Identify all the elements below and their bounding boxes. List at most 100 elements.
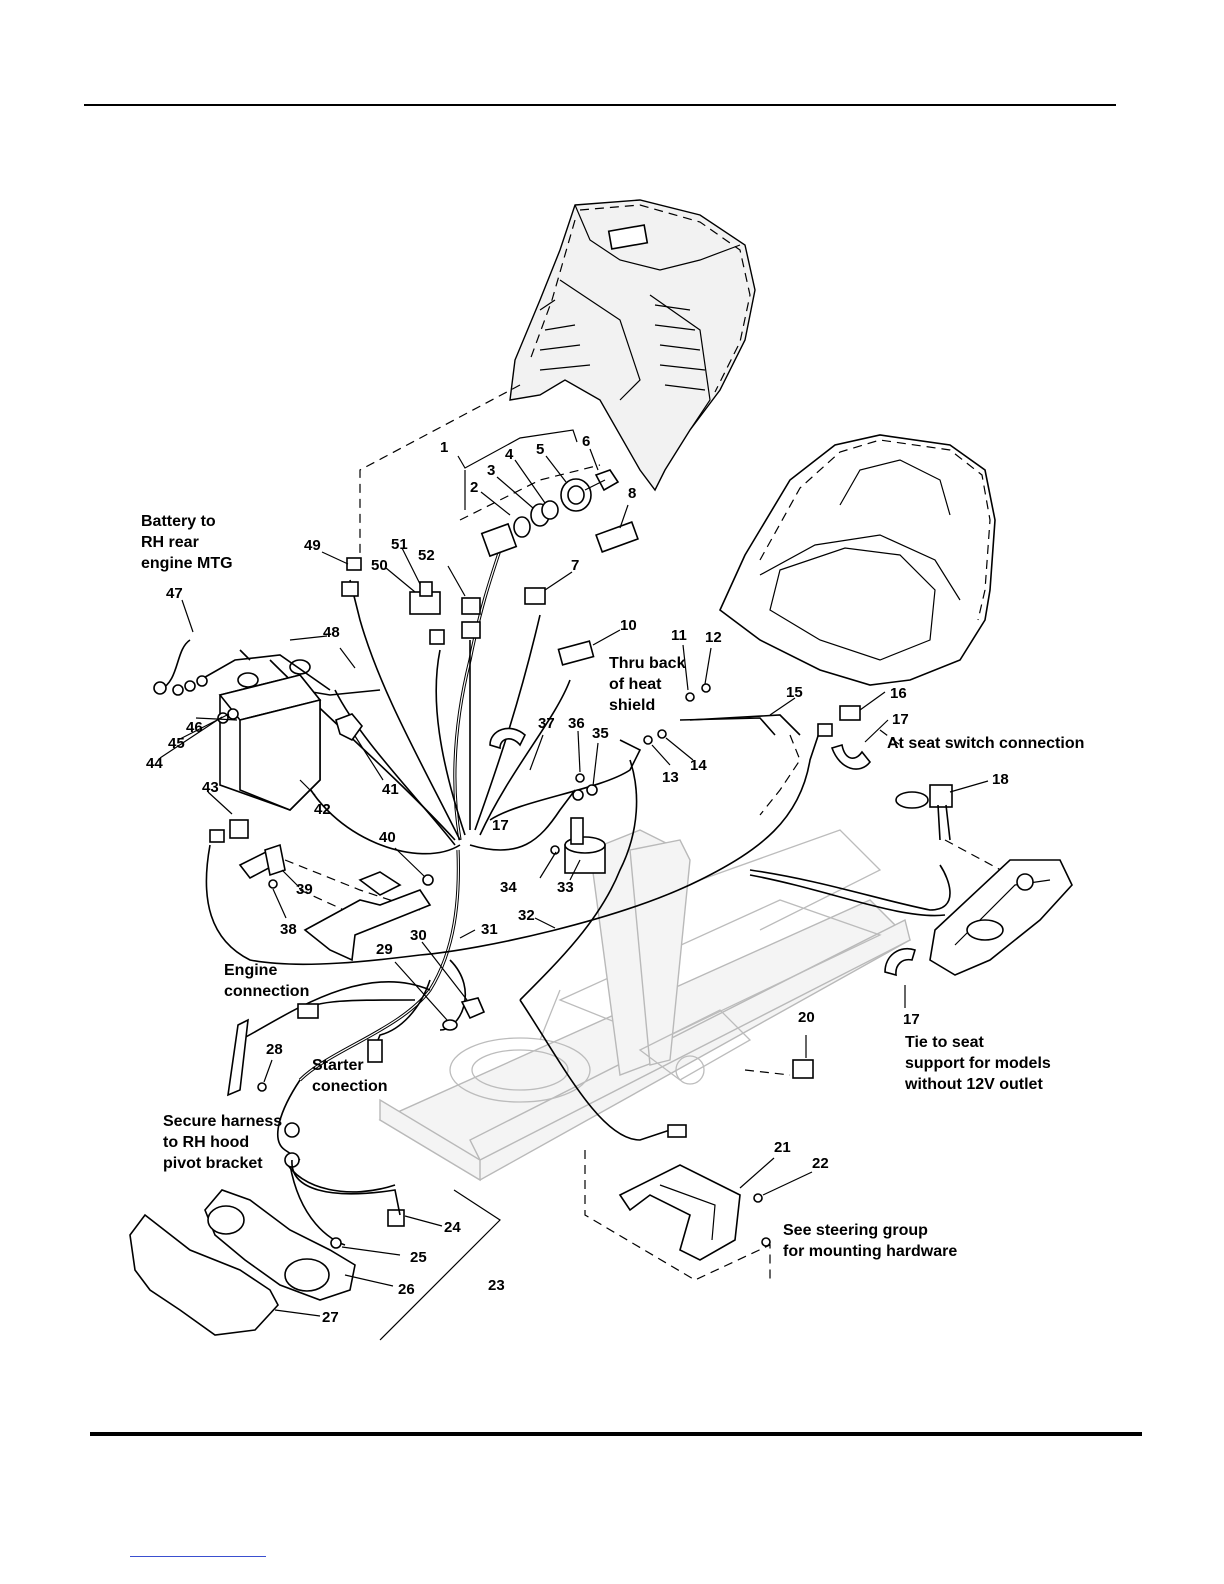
harness-end-connector — [667, 1124, 687, 1138]
callout-18: 18 — [992, 771, 1009, 788]
callout-41: 41 — [382, 781, 399, 798]
part-22-screw — [753, 1193, 763, 1203]
part-18-12v-outlet — [895, 784, 953, 841]
callout-33: 33 — [557, 879, 574, 896]
note-steering-line2: for mounting hardware — [783, 1243, 957, 1260]
note-heat-shield-line2: of heat — [609, 676, 662, 693]
callout-42: 42 — [314, 801, 331, 818]
callout-32: 32 — [518, 907, 535, 924]
callout-52: 52 — [418, 547, 435, 564]
harness-clip-dash — [879, 729, 901, 746]
hood-assembly — [509, 199, 756, 492]
callout-20: 20 — [798, 1009, 815, 1026]
callout-22: 22 — [812, 1155, 829, 1172]
callout-13: 13 — [662, 769, 679, 786]
leader-lines — [159, 429, 989, 1341]
callout-37: 37 — [538, 715, 555, 732]
part-39-bracket — [238, 843, 286, 880]
seat-switch-line — [759, 734, 801, 816]
callout-2: 2 — [470, 479, 478, 496]
note-starter-line1: Starter — [312, 1057, 364, 1074]
hood-pivot-bracket — [227, 1018, 249, 1097]
note-harness-line3: pivot bracket — [163, 1155, 263, 1172]
steering-bracket-dash — [584, 1150, 771, 1281]
part-30-boot — [460, 997, 486, 1020]
note-steering-line1: See steering group — [783, 1222, 928, 1239]
part-43-switch — [229, 819, 249, 839]
part-40-bolt — [422, 874, 434, 886]
footer-link-underline[interactable] — [130, 1556, 266, 1557]
callout-39: 39 — [296, 881, 313, 898]
note-heat-shield-line1: Thru back — [609, 655, 686, 672]
footer-rule — [90, 1432, 1142, 1436]
callout-29: 29 — [376, 941, 393, 958]
note-battery-line3: engine MTG — [141, 555, 233, 572]
note-harness-line2: to RH hood — [163, 1134, 249, 1151]
chassis-frame — [378, 829, 912, 1182]
note-engine-line1: Engine — [224, 962, 277, 979]
callout-35: 35 — [592, 725, 609, 742]
note-starter-line2: conection — [312, 1078, 388, 1095]
part-40-bracket — [303, 871, 432, 962]
callout-16: 16 — [890, 685, 907, 702]
outlet-housing — [929, 859, 1073, 976]
callout-12: 12 — [705, 629, 722, 646]
part-10-plate — [557, 640, 595, 666]
callout-6: 6 — [582, 433, 590, 450]
callout-24: 24 — [444, 1219, 461, 1236]
part-41-boot — [335, 713, 364, 742]
note-seat-support-line1: Tie to seat — [905, 1034, 985, 1051]
callout-46: 46 — [186, 719, 203, 736]
callout-4: 4 — [505, 446, 514, 463]
part-20-switch — [792, 1059, 814, 1079]
callout-44: 44 — [146, 755, 163, 772]
callout-labels: 1 2 3 4 5 6 7 8 10 11 12 13 14 15 16 17 … — [146, 433, 1009, 1326]
starter-solenoid — [564, 773, 606, 874]
battery — [199, 654, 331, 811]
wire-harness — [159, 549, 951, 1246]
callout-17-seat: 17 — [892, 711, 909, 728]
part-16-seat-switch — [839, 705, 861, 721]
callout-38: 38 — [280, 921, 297, 938]
header-rule — [84, 104, 1116, 106]
engine-connector — [297, 1003, 319, 1019]
callout-11: 11 — [671, 627, 687, 644]
note-seat-support-line3: without 12V outlet — [904, 1076, 1043, 1093]
callout-34: 34 — [500, 879, 517, 896]
callout-1: 1 — [440, 439, 448, 456]
note-harness-line1: Secure harness — [163, 1113, 282, 1130]
seat — [719, 434, 996, 686]
part-17-clip-a — [489, 727, 526, 750]
callout-17-support: 17 — [903, 1011, 920, 1028]
seat-switch-plug — [817, 723, 833, 737]
connector-group — [341, 557, 481, 645]
callout-30: 30 — [410, 927, 427, 944]
note-engine-line2: connection — [224, 983, 309, 1000]
note-battery-line2: RH rear — [141, 534, 199, 551]
callout-10: 10 — [620, 617, 637, 634]
callout-45: 45 — [168, 735, 185, 752]
callout-28: 28 — [266, 1041, 283, 1058]
callout-23: 23 — [488, 1277, 505, 1294]
note-battery-line1: Battery to — [141, 513, 216, 530]
steering-hardware — [761, 1237, 771, 1247]
heat-shield-hardware — [643, 683, 776, 745]
callout-40: 40 — [379, 829, 396, 846]
part-38-nut — [268, 879, 278, 889]
part-17-clip-c — [884, 948, 916, 977]
note-seat-switch: At seat switch connection — [887, 735, 1084, 752]
part-29-terminal — [442, 1019, 458, 1031]
callout-48: 48 — [323, 624, 340, 641]
part-17-clip-b — [830, 743, 872, 770]
callout-36: 36 — [568, 715, 585, 732]
callout-3: 3 — [487, 462, 495, 479]
diagram-notes: Battery to RH rear engine MTG Thru back … — [141, 513, 1084, 1260]
part-21-steering-bracket — [618, 1164, 741, 1261]
part-7-switch — [524, 587, 546, 605]
callout-26: 26 — [398, 1281, 415, 1298]
callout-15: 15 — [786, 684, 803, 701]
headlight-assembly — [129, 1122, 405, 1336]
callout-21: 21 — [774, 1139, 791, 1156]
starter-connector — [367, 1039, 383, 1063]
callout-49: 49 — [304, 537, 321, 554]
